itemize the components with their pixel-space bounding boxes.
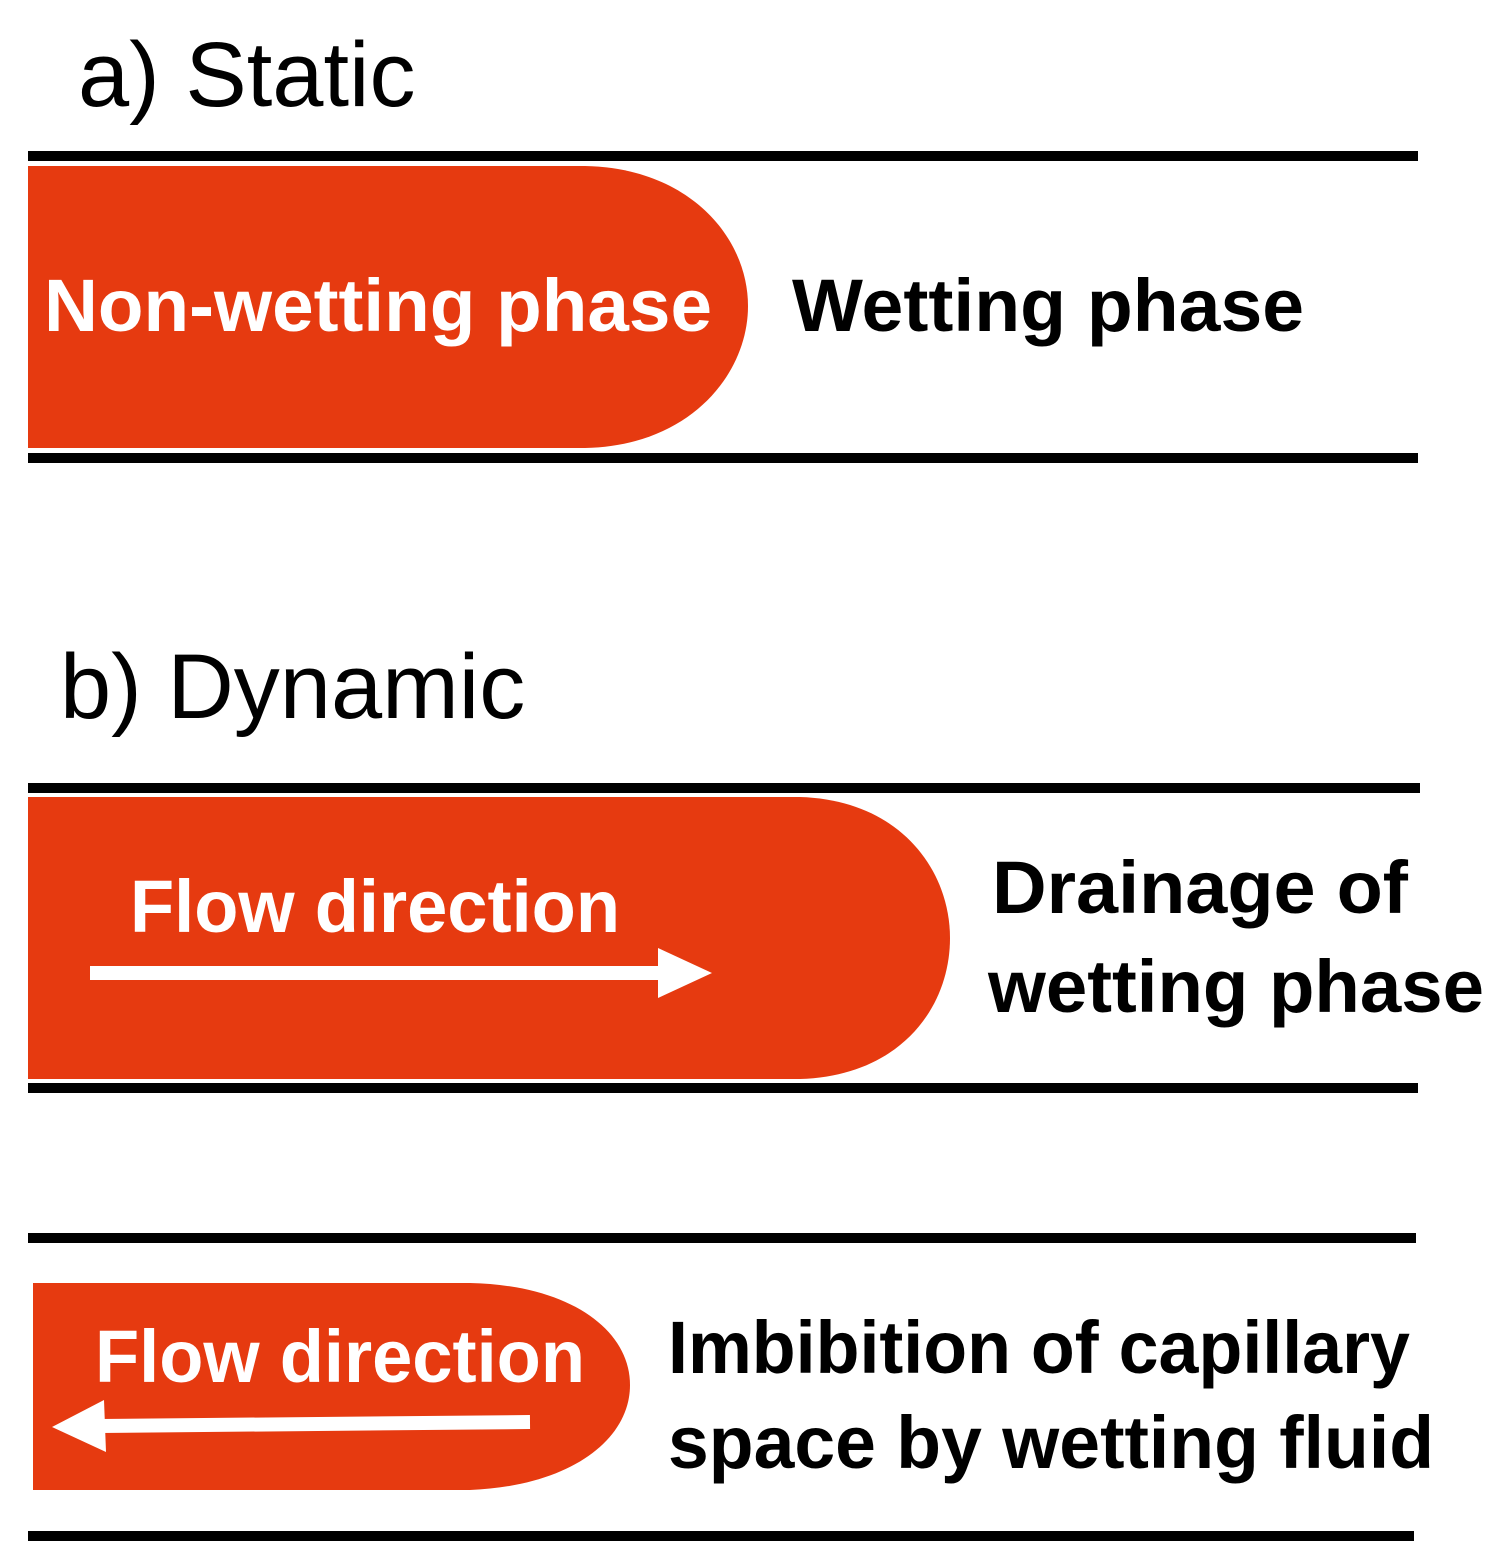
- panel-dynamic: b) Dynamic Flow direction Drainage of we…: [28, 636, 1484, 1541]
- drainage-caption-line2: wetting phase: [987, 945, 1484, 1028]
- imbibition-caption-line2: space by wetting fluid: [668, 1401, 1434, 1484]
- drainage-caption-line1: Drainage of: [992, 846, 1408, 929]
- non-wetting-phase-slug: [28, 797, 950, 1079]
- left-arrow-icon: [52, 1400, 531, 1452]
- panel-b-heading: b) Dynamic: [60, 636, 525, 738]
- non-wetting-phase-slug: [33, 1283, 630, 1490]
- imbibition-capillary: Flow direction Imbibition of capillary s…: [28, 1233, 1434, 1541]
- right-arrow-icon: [90, 948, 712, 998]
- imbibition-caption-line1: Imbibition of capillary: [668, 1306, 1410, 1389]
- drainage-capillary: Flow direction Drainage of wetting phase: [28, 783, 1484, 1093]
- non-wetting-phase-label: Non-wetting phase: [44, 264, 712, 347]
- panel-a-heading: a) Static: [78, 24, 415, 126]
- panel-static: a) Static Non-wetting phase Wetting phas…: [28, 24, 1418, 463]
- flow-direction-label: Flow direction: [130, 865, 620, 948]
- non-wetting-phase-slug: [28, 166, 748, 448]
- wetting-phase-label: Wetting phase: [792, 264, 1304, 347]
- flow-direction-label: Flow direction: [95, 1315, 585, 1398]
